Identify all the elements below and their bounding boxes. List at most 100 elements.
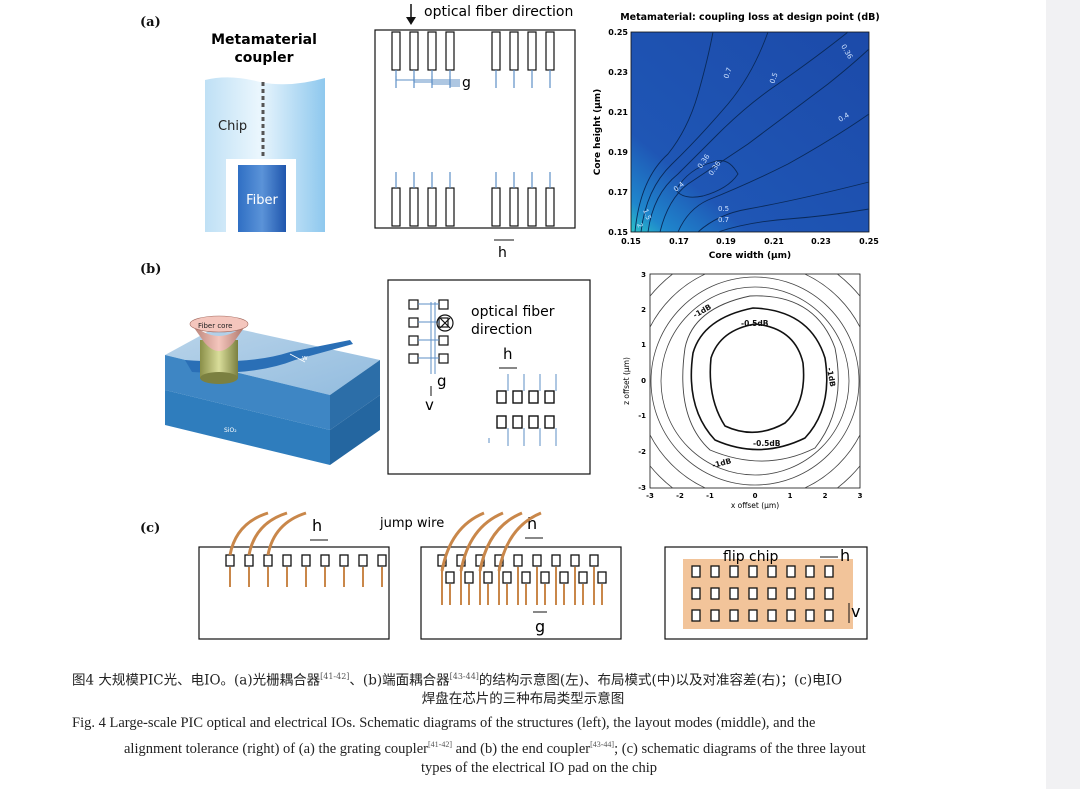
panel-b-label: (b) [140, 262, 162, 277]
grating-couplers [391, 31, 555, 227]
svg-text:-3: -3 [646, 492, 654, 500]
si-label: Si [230, 449, 236, 456]
grating-coupler-bottom [427, 187, 437, 227]
bond-wire [247, 511, 288, 556]
pad-square [544, 390, 555, 404]
end-coupler-layout: optical fiber direction h g v [387, 279, 591, 475]
svg-text:0.15: 0.15 [608, 228, 628, 237]
caption-cn-line2: 焊盘在芯片的三种布局类型示意图 [421, 691, 625, 707]
svg-text:0.23: 0.23 [608, 68, 628, 77]
h-label-c1: h [312, 516, 322, 535]
io-pad [767, 565, 777, 578]
io-pad [786, 609, 796, 622]
svg-text:0.5: 0.5 [718, 205, 729, 213]
io-pad [824, 565, 834, 578]
io-pad [805, 609, 815, 622]
caption-en-ref1[interactable]: [41-42] [427, 740, 452, 749]
io-pad [597, 571, 607, 584]
pad-square [528, 390, 539, 404]
io-pad [805, 565, 815, 578]
svg-text:0.5: 0.5 [768, 71, 779, 84]
io-pad [320, 554, 330, 567]
caption-cn-part-c: 的结构示意图(左)、布局模式(中)以及对准容差(右)；(c)电IO [478, 672, 843, 689]
chip-label: Chip [218, 119, 247, 134]
svg-text:-1: -1 [706, 492, 714, 500]
grating-coupler-bottom [491, 187, 501, 227]
io-pad [282, 554, 292, 567]
caption-en-line2: alignment tolerance (right) of (a) the g… [124, 734, 866, 760]
alignment-tolerance-plot: -1dB -0.5dB -1dB -0.5dB -1dB -3 -2 -1 0 … [622, 271, 863, 510]
fiber-core-label: Fiber core [198, 322, 232, 330]
svg-text:1: 1 [788, 492, 793, 500]
svg-text:1.5: 1.5 [641, 208, 652, 221]
sio2-label: SiO₂ [224, 427, 237, 434]
tolerance-x-ticks: -3 -2 -1 0 1 2 3 [646, 492, 862, 500]
io-pad [710, 609, 720, 622]
pad-square [496, 390, 507, 404]
tolerance-contours [650, 274, 860, 488]
io-pad [377, 554, 387, 567]
io-pad [710, 565, 720, 578]
h-label-b: h [503, 345, 513, 363]
svg-text:0.21: 0.21 [764, 237, 784, 246]
contour-x-label: Core width (μm) [709, 251, 791, 261]
bond-wire [459, 511, 504, 572]
io-pad [570, 554, 580, 567]
pad-square [408, 299, 419, 310]
caption-en-line1: Fig. 4 Large-scale PIC optical and elect… [72, 715, 816, 731]
pad-square [512, 390, 523, 404]
svg-text:0.7: 0.7 [718, 216, 729, 224]
svg-text:-1dB: -1dB [825, 367, 837, 388]
caption-en-line3: types of the electrical IO pad on the ch… [421, 760, 657, 776]
io-pad [445, 571, 455, 584]
end-coupler-pads-right [488, 374, 557, 446]
grating-coupler-top [509, 31, 519, 71]
pad-square [408, 317, 419, 328]
direction-line2: direction [471, 322, 532, 338]
g-label: g [462, 75, 471, 91]
v-label-b: v [425, 396, 434, 414]
io-pad [244, 554, 254, 567]
io-pad [786, 587, 796, 600]
io-pad [691, 609, 701, 622]
caption-cn-ref1[interactable]: [41-42] [320, 672, 350, 681]
svg-text:-1: -1 [638, 412, 646, 420]
io-pad [339, 554, 349, 567]
pad-square [408, 353, 419, 364]
pad-square [438, 353, 449, 364]
contour-plot-area [630, 31, 870, 233]
io-pad [578, 571, 588, 584]
io-pad [691, 565, 701, 578]
g-label-c: g [535, 617, 545, 636]
tolerance-x-label: x offset (μm) [731, 501, 779, 510]
io-pad [464, 571, 474, 584]
g-label-b: g [437, 372, 447, 390]
io-pad [805, 587, 815, 600]
pad-square [512, 415, 523, 429]
grating-coupler-bottom [391, 187, 401, 227]
caption-cn-part-a: 图4 大规模PIC光、电IO。(a)光栅耦合器 [72, 672, 321, 689]
grating-coupler-bottom [445, 187, 455, 227]
svg-text:3: 3 [641, 271, 646, 279]
io-pad [824, 587, 834, 600]
routed-waveguide [395, 76, 460, 81]
bond-wire [440, 511, 485, 572]
io-pad [748, 587, 758, 600]
svg-text:1: 1 [641, 341, 646, 349]
caption-cn-ref2[interactable]: [43-44] [449, 672, 479, 681]
svg-text:0.21: 0.21 [608, 108, 628, 117]
io-pad [358, 554, 368, 567]
h-label: h [498, 245, 507, 261]
caption-en-part-b: and (b) the end coupler [451, 740, 591, 757]
caption-en-ref2[interactable]: [43-44] [590, 740, 615, 749]
io-pad [729, 587, 739, 600]
coupling-loss-contour-plot: Metamaterial: coupling loss at design po… [593, 12, 880, 261]
tolerance-y-ticks: 3 2 1 0 -1 -2 -3 [638, 271, 646, 492]
svg-text:0.23: 0.23 [811, 237, 831, 246]
grating-coupler-bottom [527, 187, 537, 227]
layout-1-pads [225, 511, 387, 587]
contour-lines [634, 31, 870, 233]
caption-cn-part-b: 、(b)端面耦合器 [349, 672, 450, 689]
end-coupler-illustration: Fiber core w SiO₂ Si [165, 315, 380, 465]
io-pad [824, 609, 834, 622]
